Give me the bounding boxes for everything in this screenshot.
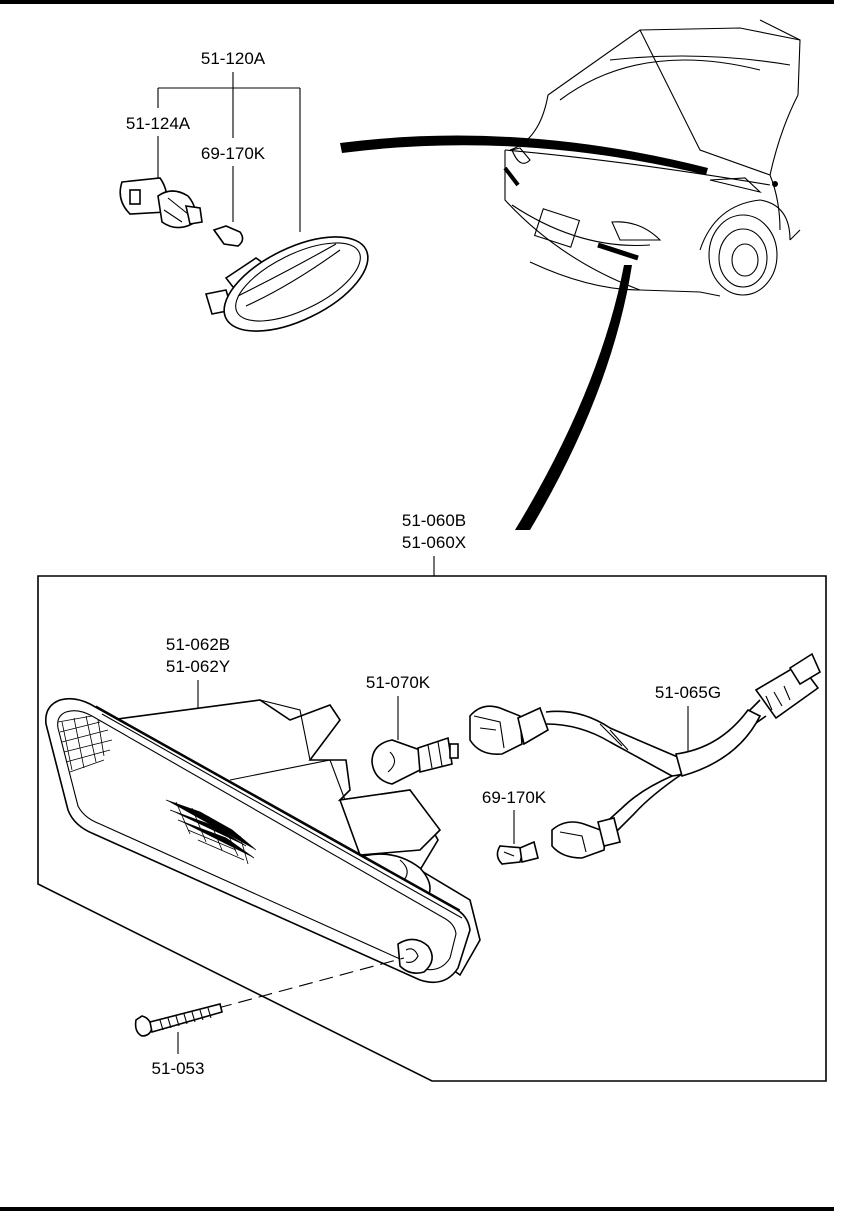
leader-swoosh-bottom <box>515 265 632 530</box>
screw <box>134 1003 223 1037</box>
svg-text:51-124A: 51-124A <box>126 114 191 133</box>
turn-signal-lamp <box>44 697 481 984</box>
bulb-small <box>496 840 539 865</box>
svg-text:51-053: 51-053 <box>152 1059 205 1078</box>
label-assembly-top: 51-120A <box>201 49 266 68</box>
socket-top <box>119 177 203 229</box>
svg-text:51-060X: 51-060X <box>402 533 466 552</box>
side-marker-lens <box>204 236 369 332</box>
leader-swoosh-top <box>340 135 708 175</box>
leader-assembly-top <box>157 72 301 232</box>
svg-text:69-170K: 69-170K <box>482 788 547 807</box>
bulb-main <box>371 736 459 785</box>
bulb-top <box>212 225 244 247</box>
label-harness: 51-065G <box>655 683 721 702</box>
assembly-frame <box>37 575 827 1082</box>
bottom-border <box>0 1207 834 1211</box>
svg-text:51-120A: 51-120A <box>201 49 266 68</box>
label-screw: 51-053 <box>152 1059 205 1078</box>
svg-text:51-070K: 51-070K <box>366 673 431 692</box>
car-front-illustration <box>503 19 801 297</box>
label-bulb-main: 51-070K <box>366 673 431 692</box>
label-bulb-top: 69-170K <box>201 144 266 163</box>
label-socket-top: 51-124A <box>126 114 191 133</box>
svg-text:51-065G: 51-065G <box>655 683 721 702</box>
label-lens: 51-062B 51-062Y <box>166 635 230 676</box>
lens-pattern <box>57 715 257 865</box>
svg-text:51-062B: 51-062B <box>166 635 230 654</box>
wiring-harness <box>469 652 822 859</box>
label-assembly-main: 51-060B 51-060X <box>402 511 466 552</box>
label-bulb-small: 69-170K <box>482 788 547 807</box>
svg-text:69-170K: 69-170K <box>201 144 266 163</box>
top-border <box>0 0 834 4</box>
screw-leader-dashed <box>217 957 405 1009</box>
svg-text:51-062Y: 51-062Y <box>166 657 230 676</box>
svg-text:51-060B: 51-060B <box>402 511 466 530</box>
